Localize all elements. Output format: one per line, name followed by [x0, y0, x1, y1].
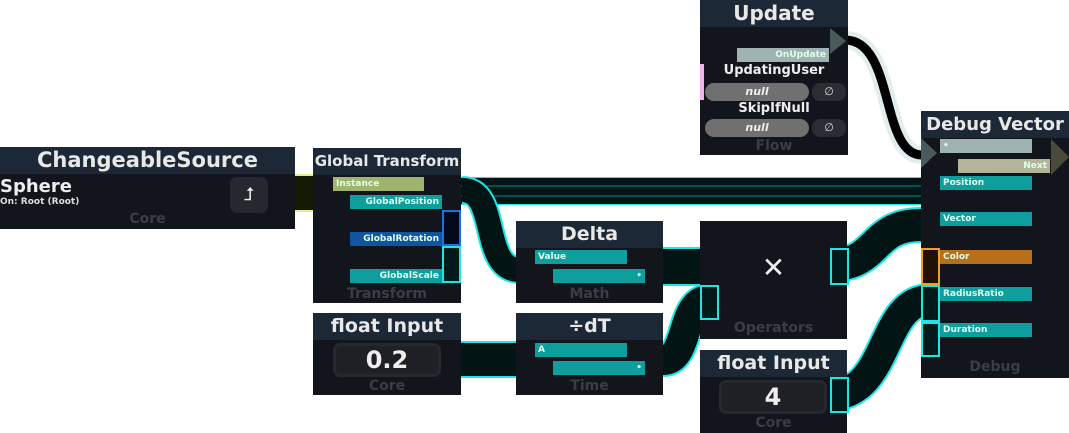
- debug-vector-node[interactable]: Debug Vector • Next Position Vector Colo…: [921, 111, 1069, 378]
- divide-dt-node[interactable]: ÷dT A • Time: [516, 313, 663, 395]
- output-on-update[interactable]: OnUpdate: [737, 48, 829, 62]
- node-category: Flow: [755, 138, 793, 154]
- update-node[interactable]: Update OnUpdate UpdatingUser null ∅ Skip…: [700, 0, 848, 155]
- node-title: float Input: [700, 350, 847, 377]
- updating-user-label: UpdatingUser: [723, 63, 825, 78]
- impulse-out-icon[interactable]: [1051, 139, 1069, 175]
- node-category: Debug: [969, 359, 1021, 375]
- float-value-field[interactable]: 0.2: [333, 343, 441, 377]
- input-a[interactable]: A: [535, 343, 627, 357]
- output[interactable]: •: [553, 269, 645, 283]
- operators-output-connector[interactable]: [830, 248, 849, 285]
- node-category: Time: [570, 378, 609, 394]
- user-type-marker: [700, 64, 704, 100]
- updating-user-clear-button[interactable]: ∅: [812, 83, 846, 101]
- impulse-in-icon[interactable]: [921, 138, 937, 168]
- float-output-connector[interactable]: [830, 377, 849, 413]
- node-category: Core: [755, 415, 792, 431]
- node-title: ChangeableSource: [0, 147, 295, 174]
- output-global-scale[interactable]: GlobalScale: [350, 269, 442, 283]
- node-title: Delta: [516, 221, 663, 248]
- source-sub: On: Root (Root): [0, 197, 80, 207]
- impulse-out-icon[interactable]: [830, 28, 846, 54]
- output[interactable]: •: [553, 361, 645, 375]
- node-title: Update: [700, 0, 848, 27]
- delta-node[interactable]: Delta Value • Math: [516, 221, 663, 303]
- output-global-rotation[interactable]: GlobalRotation: [350, 232, 442, 246]
- updating-user-field[interactable]: null: [705, 83, 809, 101]
- skip-if-null-field[interactable]: null: [705, 119, 809, 137]
- float-input-node[interactable]: float Input 4 Core: [700, 350, 847, 433]
- multiply-node[interactable]: ✕ Operators: [700, 221, 847, 339]
- float-value-field[interactable]: 4: [719, 380, 827, 414]
- operators-input-connector[interactable]: [700, 285, 719, 320]
- source-name: Sphere: [0, 176, 72, 197]
- multiply-icon: ✕: [761, 251, 786, 284]
- skip-if-null-label: SkipIfNull: [738, 101, 810, 116]
- scale-connector[interactable]: [442, 246, 461, 283]
- rotation-connector[interactable]: [442, 210, 461, 246]
- output-next[interactable]: Next: [958, 159, 1050, 173]
- node-category: Transform: [347, 286, 427, 302]
- float-input-node[interactable]: float Input 0.2 Core: [313, 313, 461, 395]
- node-category: Math: [569, 286, 610, 302]
- color-connector[interactable]: [921, 248, 940, 285]
- node-title: float Input: [313, 313, 461, 340]
- input-instance[interactable]: Instance: [333, 177, 424, 191]
- node-category: Operators: [733, 320, 814, 336]
- node-title: Debug Vector: [921, 111, 1069, 138]
- input-value[interactable]: Value: [535, 250, 627, 264]
- changeable-source-node[interactable]: ChangeableSource Sphere On: Root (Root) …: [0, 147, 295, 229]
- impulse-input[interactable]: •: [940, 139, 1032, 153]
- input-position[interactable]: Position: [940, 176, 1032, 190]
- input-radius-ratio[interactable]: RadiusRatio: [940, 287, 1032, 301]
- duration-connector[interactable]: [921, 322, 940, 357]
- node-title: ÷dT: [516, 313, 663, 340]
- output-global-position[interactable]: GlobalPosition: [350, 195, 442, 209]
- radius-connector[interactable]: [921, 285, 940, 322]
- node-title: Global Transform: [313, 148, 461, 175]
- node-category: Core: [368, 378, 406, 394]
- input-duration[interactable]: Duration: [940, 323, 1032, 337]
- skip-if-null-clear-button[interactable]: ∅: [812, 119, 846, 137]
- global-transform-node[interactable]: Global Transform Instance GlobalPosition…: [313, 148, 461, 303]
- jump-to-source-button[interactable]: ⮥: [230, 177, 268, 213]
- input-vector[interactable]: Vector: [940, 212, 1032, 226]
- input-color[interactable]: Color: [940, 250, 1032, 264]
- node-category: Core: [129, 211, 166, 227]
